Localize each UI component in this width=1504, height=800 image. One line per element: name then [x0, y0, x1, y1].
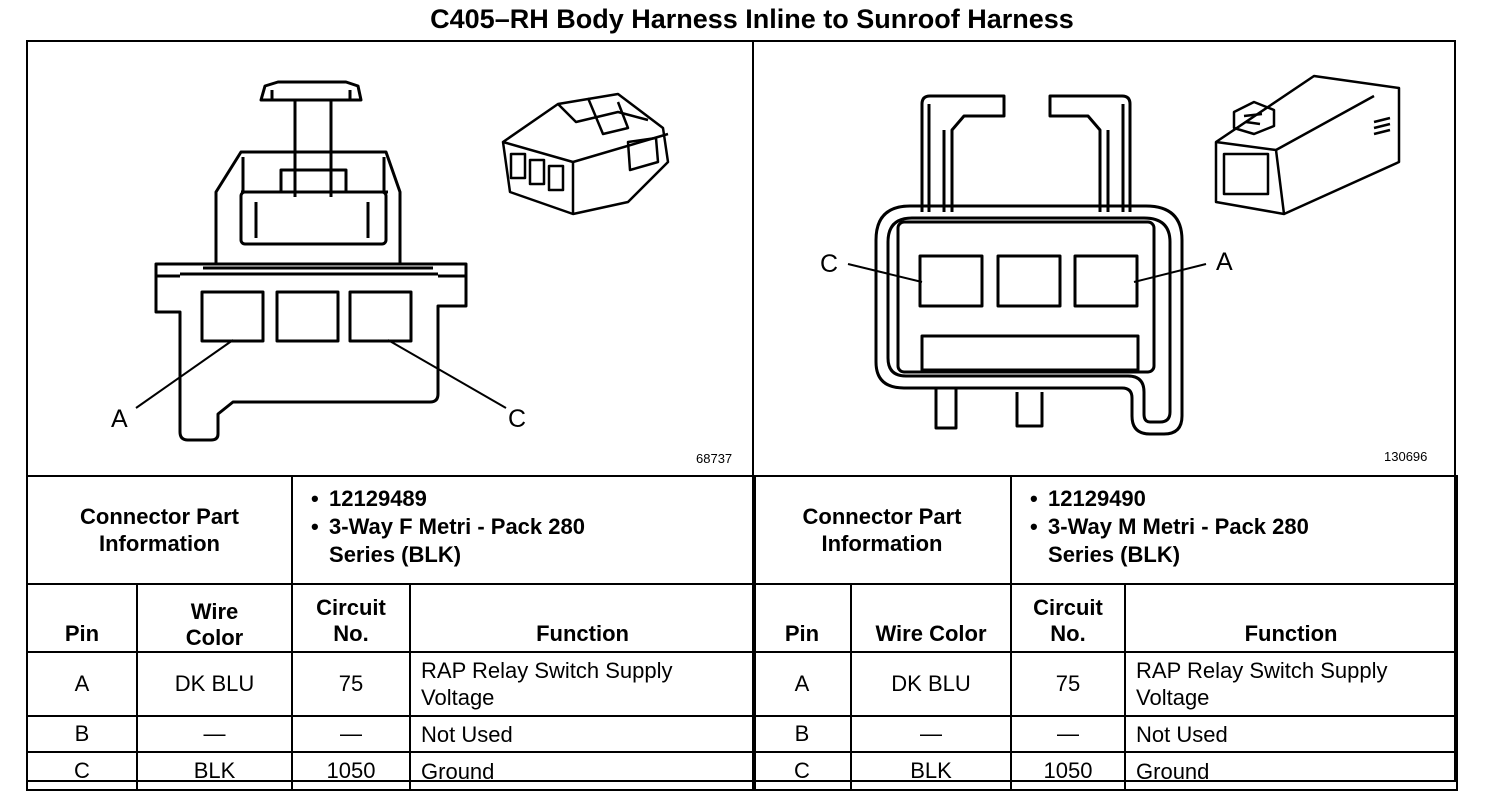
circuit-cell: 75	[1010, 651, 1127, 717]
connector-info-label: Connector Part Information	[25, 475, 294, 585]
circuit-cell: 1050	[291, 751, 412, 791]
pin-cell: C	[752, 751, 852, 791]
circuit-cell: 1050	[1010, 751, 1127, 791]
header-pin: Pin	[752, 583, 852, 653]
pin-cell: B	[752, 715, 852, 753]
pin-cell: C	[26, 751, 138, 791]
wire-color-cell: —	[849, 715, 1013, 753]
part-info: 12129490 3-Way M Metri - Pack 280 Series…	[1010, 475, 1459, 585]
callout-a-label: A	[1216, 248, 1233, 276]
table-row: B — — Not Used	[26, 715, 757, 753]
part-number: 12129490	[1022, 485, 1446, 513]
callout-a-leader	[1133, 263, 1207, 283]
header-function: Function	[1124, 583, 1459, 653]
function-cell: RAP Relay Switch Supply Voltage	[1124, 651, 1459, 717]
header-function: Function	[409, 583, 757, 653]
callout-c-label: C	[508, 405, 526, 433]
table-row: C BLK 1050 Ground	[26, 751, 757, 791]
cavity-a	[200, 290, 265, 343]
wire-color-cell: BLK	[849, 751, 1013, 791]
wire-color-cell: BLK	[135, 751, 294, 791]
latch-tab	[259, 80, 363, 197]
center-divider	[752, 40, 754, 782]
pin-cell: B	[26, 715, 138, 753]
connector-1-table: Connector Part Information 12129489 3-Wa…	[25, 475, 757, 791]
pin-cell: A	[26, 651, 138, 717]
page-title: C405–RH Body Harness Inline to Sunroof H…	[430, 4, 1074, 34]
part-description: 3-Way M Metri - Pack 280 Series (BLK)	[1022, 513, 1348, 569]
latch-arms	[920, 94, 1132, 212]
cavity-c	[918, 254, 984, 308]
header-wire-color: Wire Color	[849, 583, 1013, 653]
header-wire-color: Wire Color	[135, 583, 294, 653]
callout-a-leader	[135, 339, 234, 409]
function-cell: Ground	[409, 751, 757, 791]
wire-color-cell: DK BLU	[135, 651, 294, 717]
callout-a-label: A	[111, 405, 128, 433]
pin-cell: A	[752, 651, 852, 717]
connector-body	[154, 262, 468, 442]
circuit-cell: —	[1010, 715, 1127, 753]
connector-2-table: Connector Part Information 12129490 3-Wa…	[751, 475, 1459, 791]
part-description: 3-Way F Metri - Pack 280 Series (BLK)	[303, 513, 629, 569]
cavity-b	[275, 290, 340, 343]
part-number: 12129489	[303, 485, 744, 513]
callout-c-leader	[387, 339, 507, 409]
function-cell: RAP Relay Switch Supply Voltage	[409, 651, 757, 717]
latch-housing	[214, 150, 402, 264]
connector-info-label: Connector Part Information	[751, 475, 1013, 585]
callout-c-label: C	[820, 250, 838, 278]
connector-iso-view	[501, 92, 670, 216]
callout-c-leader	[847, 263, 923, 283]
header-circuit: Circuit No.	[291, 583, 412, 653]
connector-iso-view	[1214, 74, 1401, 216]
figure-id: 68737	[696, 451, 733, 466]
cavity-a	[1073, 254, 1139, 308]
cavity-c	[348, 290, 413, 343]
table-row: B — — Not Used	[752, 715, 1459, 753]
function-cell: Ground	[1124, 751, 1459, 791]
part-info: 12129489 3-Way F Metri - Pack 280 Series…	[291, 475, 757, 585]
cavity-b	[996, 254, 1062, 308]
header-pin: Pin	[26, 583, 138, 653]
circuit-cell: —	[291, 715, 412, 753]
table-row: C BLK 1050 Ground	[752, 751, 1459, 791]
function-cell: Not Used	[409, 715, 757, 753]
function-cell: Not Used	[1124, 715, 1459, 753]
connector-2-face-view: C A 130696	[754, 42, 1454, 475]
bottom-tab-left	[934, 388, 958, 430]
connector-1-face-view: A C 68737	[28, 42, 752, 475]
wire-color-cell: —	[135, 715, 294, 753]
figure-id: 130696	[1384, 449, 1428, 464]
header-circuit: Circuit No.	[1010, 583, 1127, 653]
table-row: A DK BLU 75 RAP Relay Switch Supply Volt…	[752, 651, 1459, 717]
connector-body	[874, 204, 1184, 436]
bottom-tab-center	[1015, 392, 1044, 428]
circuit-cell: 75	[291, 651, 412, 717]
lower-slot	[920, 334, 1140, 372]
table-row: A DK BLU 75 RAP Relay Switch Supply Volt…	[26, 651, 757, 717]
wire-color-cell: DK BLU	[849, 651, 1013, 717]
